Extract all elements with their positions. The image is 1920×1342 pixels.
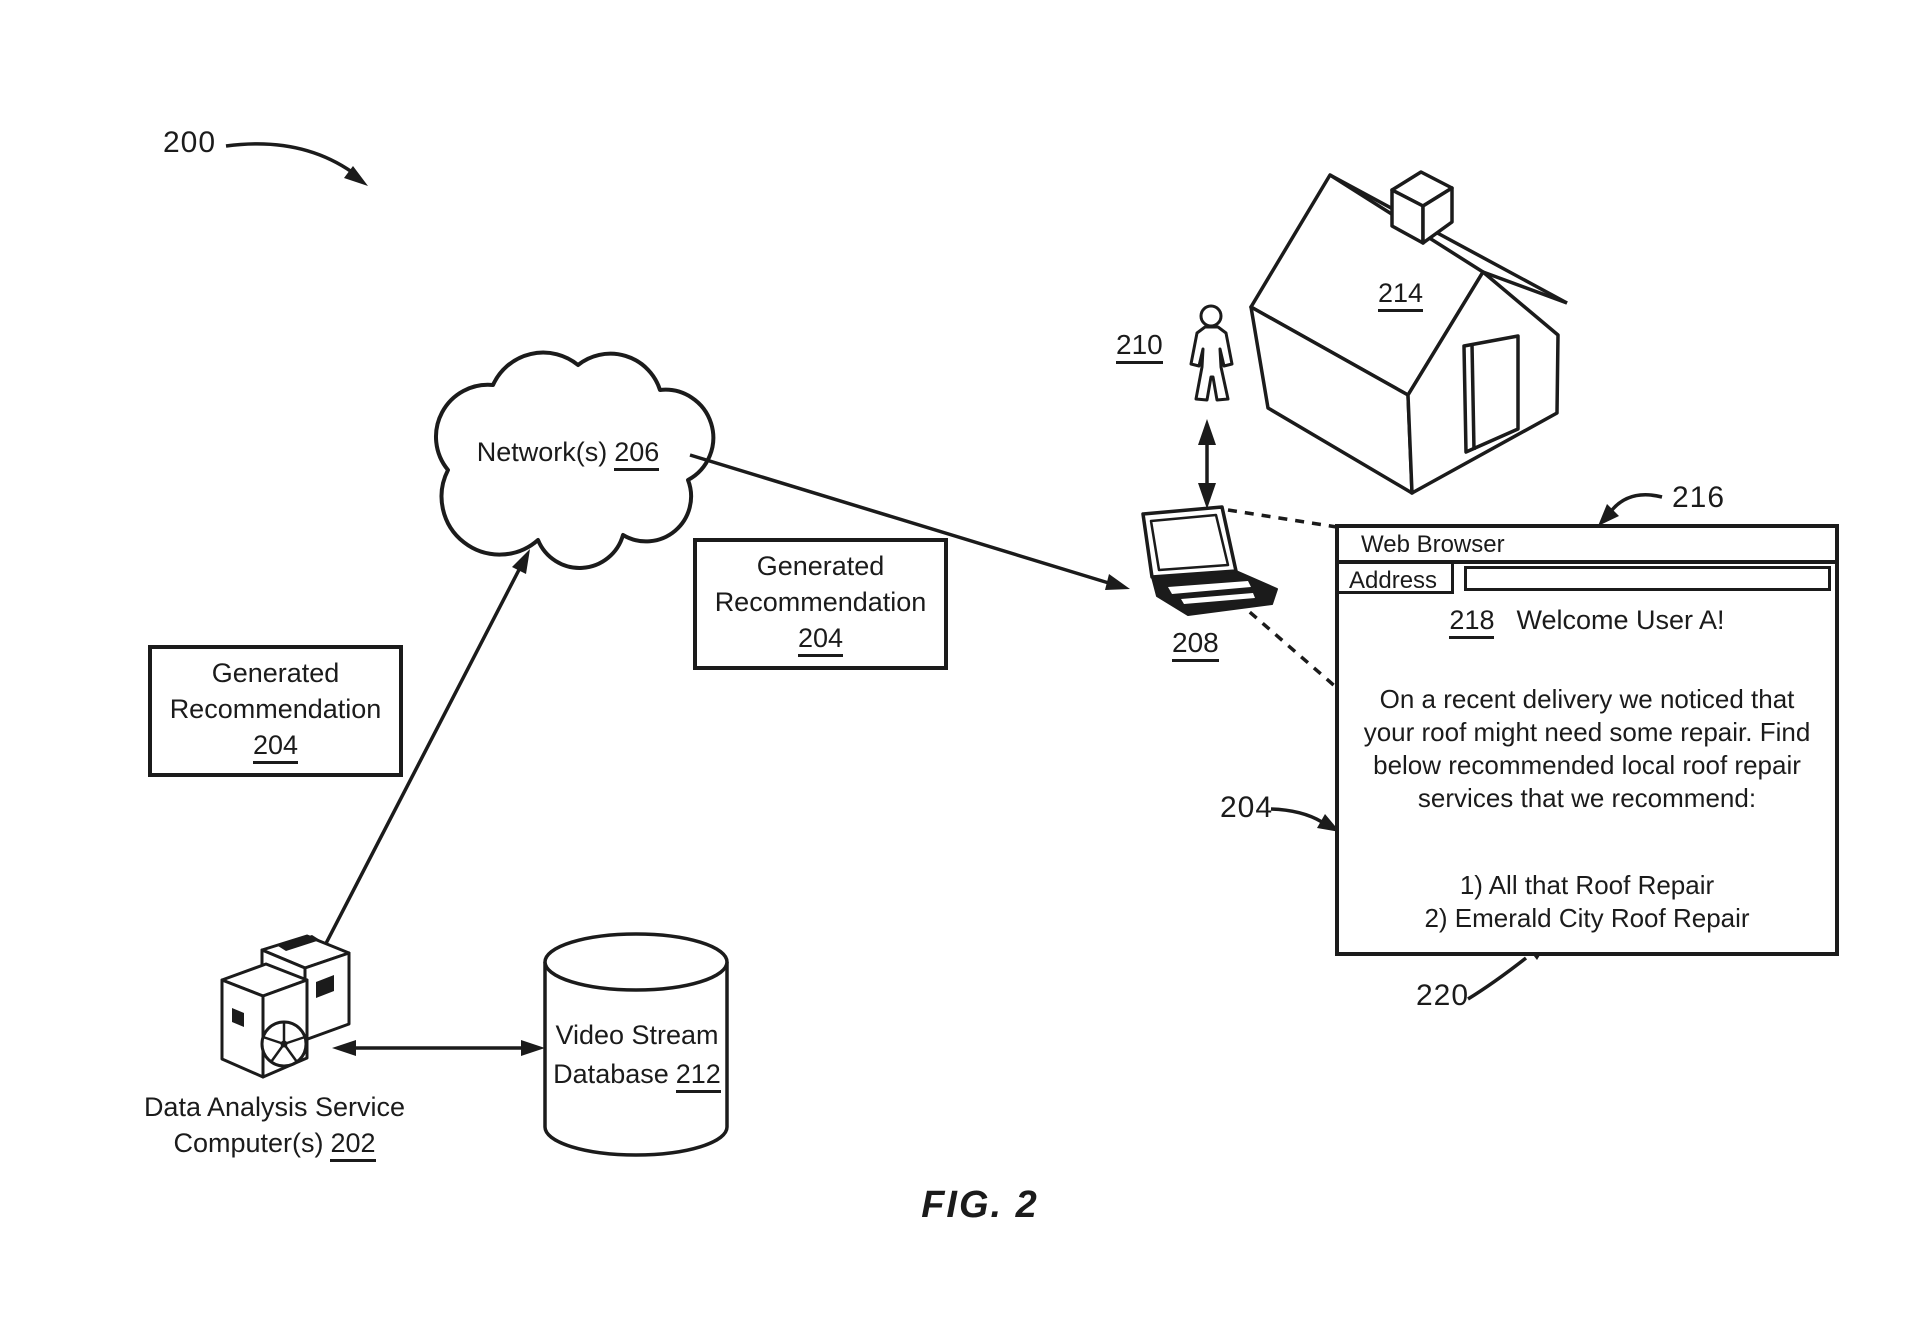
- box-right-ref: 204: [697, 620, 944, 657]
- recommendation-list: 1) All that Roof Repair 2) Emerald City …: [1339, 869, 1835, 935]
- welcome-ref: 218: [1449, 605, 1495, 639]
- callout-arrow-204: [1270, 807, 1340, 832]
- list-item: 1) All that Roof Repair: [1459, 870, 1715, 900]
- network-cloud-icon: [433, 350, 716, 570]
- server-database-arrow: [332, 1040, 545, 1056]
- box-right-line2: Recommendation: [714, 587, 927, 617]
- welcome-heading: 218 Welcome User A!: [1339, 604, 1835, 639]
- figure-caption: FIG. 2: [921, 1184, 1039, 1226]
- person-icon: [1189, 304, 1234, 402]
- address-label: Address: [1339, 564, 1455, 594]
- server-computers-icon: [220, 934, 351, 1079]
- server-label-line1: Data Analysis Service: [143, 1092, 406, 1122]
- server-to-cloud-arrow: [318, 549, 530, 956]
- welcome-text: Welcome User A!: [1516, 605, 1725, 635]
- browser-content-ref-label: 204: [1220, 791, 1274, 824]
- server-label-line2: Computer(s)202: [142, 1125, 407, 1162]
- network-cloud-label: Network(s)206: [440, 437, 696, 471]
- laptop-browser-dashed-lines: [1227, 508, 1339, 690]
- person-ref-label: 210: [1116, 329, 1163, 364]
- box-left-ref: 204: [152, 727, 399, 764]
- house-ref-label: 214: [1378, 278, 1424, 312]
- generated-recommendation-box-left: Generated Recommendation 204: [148, 645, 403, 777]
- database-label-line1: Video Stream: [555, 1020, 719, 1050]
- list-item: 2) Emerald City Roof Repair: [1424, 903, 1750, 933]
- generated-recommendation-box-right: Generated Recommendation 204: [693, 538, 948, 670]
- callout-arrow-216: [1598, 493, 1663, 526]
- web-browser-window: Web Browser Address 218 Welcome User A! O…: [1335, 524, 1839, 956]
- browser-content: 218 Welcome User A! On a recent delivery …: [1339, 604, 1835, 935]
- paragraph-line: services that we recommend:: [1417, 783, 1757, 813]
- browser-bottom-ref-label: 220: [1416, 979, 1470, 1012]
- cloud-to-laptop-arrow: [689, 453, 1130, 590]
- browser-title-text: Web Browser: [1361, 531, 1505, 558]
- browser-window-ref-label: 216: [1672, 481, 1726, 514]
- box-right-line1: Generated: [756, 551, 885, 581]
- browser-title-bar: Web Browser: [1339, 528, 1835, 564]
- box-left-line2: Recommendation: [169, 694, 382, 724]
- address-input: [1464, 566, 1831, 591]
- recommendation-paragraph: On a recent delivery we noticed that you…: [1339, 683, 1835, 815]
- callout-arrow-200: [225, 142, 368, 186]
- laptop-icon: [1141, 505, 1278, 616]
- database-icon: [543, 932, 729, 1157]
- house-icon: [1249, 170, 1568, 495]
- paragraph-line: your roof might need some repair. Find: [1363, 717, 1811, 747]
- paragraph-line: On a recent delivery we noticed that: [1379, 684, 1795, 714]
- paragraph-line: below recommended local roof repair: [1373, 750, 1801, 780]
- box-left-line1: Generated: [211, 658, 340, 688]
- browser-address-bar: Address: [1339, 564, 1835, 594]
- server-label: Data Analysis Service Computer(s)202: [142, 1089, 407, 1162]
- laptop-ref-label: 208: [1172, 627, 1219, 662]
- person-laptop-arrow: [1198, 419, 1216, 509]
- figure-ref-label: 200: [163, 126, 217, 159]
